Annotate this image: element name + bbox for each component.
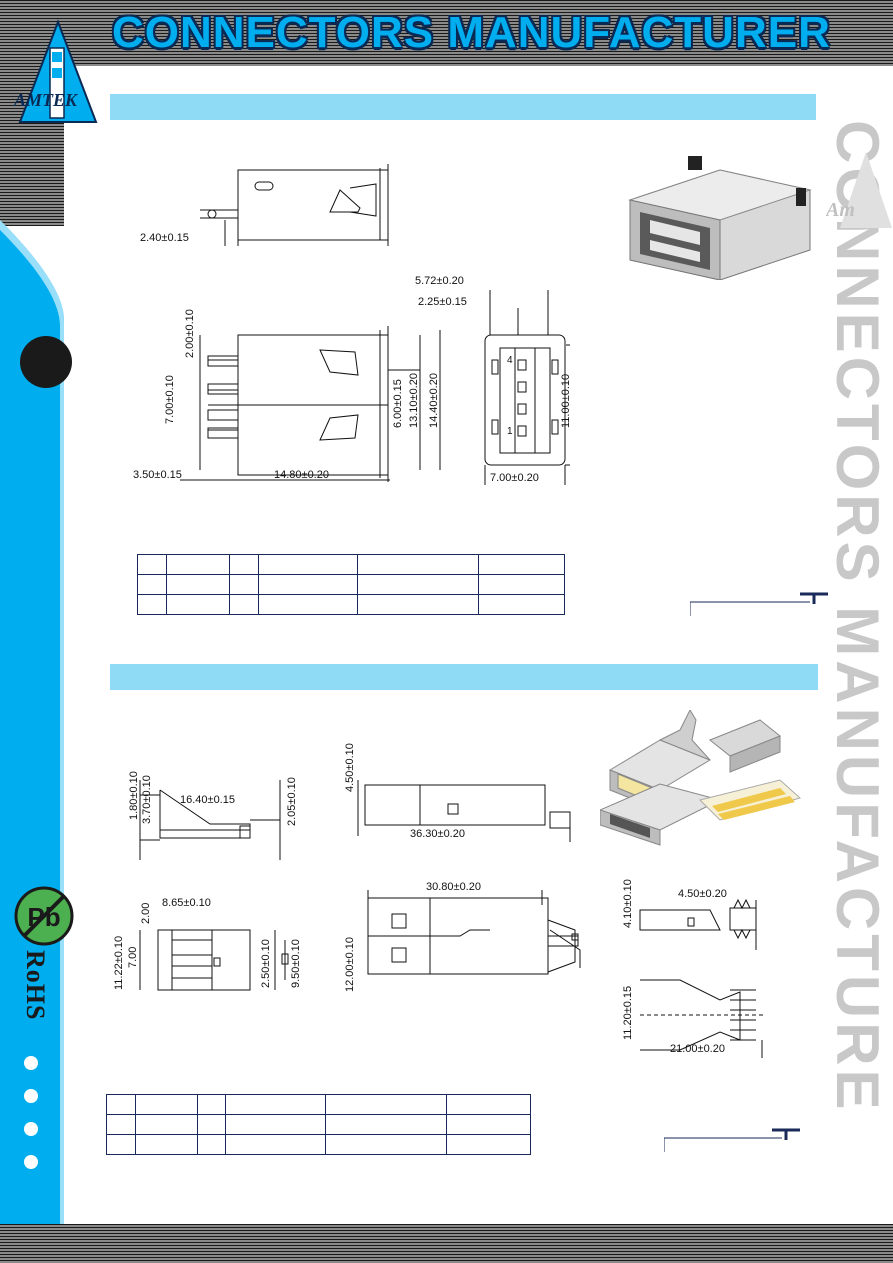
shell-drawing	[639, 898, 765, 1058]
dim-label: 7.00	[127, 946, 139, 968]
dim-label: 4.50±0.10	[344, 743, 356, 792]
section-header-bar-1	[110, 94, 816, 120]
male-connector-drawing	[139, 780, 581, 991]
left-blue-panel	[0, 220, 72, 1224]
dim-label: 11.00±0.10	[560, 373, 572, 428]
dim-label: 13.10±0.20	[408, 373, 420, 428]
black-circle-marker	[20, 336, 72, 388]
dim-label: 1.80±0.10	[128, 771, 140, 820]
spec-table-1	[137, 554, 565, 615]
dim-label: 4.50±0.20	[678, 888, 727, 900]
svg-text:Am: Am	[826, 199, 855, 221]
dim-label: 2.00	[140, 902, 152, 924]
dim-label: 21.00±0.20	[670, 1043, 725, 1055]
dim-label: 8.65±0.10	[162, 897, 211, 909]
bullet-dot	[24, 1056, 38, 1070]
dim-label: 2.05±0.10	[286, 777, 298, 826]
dim-label: 2.25±0.15	[418, 296, 467, 308]
dim-label: 14.40±0.20	[428, 373, 440, 428]
dim-label: 14.80±0.20	[274, 469, 329, 481]
dim-label: 3.50±0.15	[133, 469, 182, 481]
watermark-logo: Am	[826, 152, 892, 228]
rohs-label: RoHS	[21, 950, 50, 1021]
dim-label: 9.50±0.10	[290, 939, 302, 988]
dim-label: 2.40±0.15	[140, 232, 189, 244]
header-band	[0, 0, 893, 66]
bullet-dot	[24, 1122, 38, 1136]
dim-label: 16.40±0.15	[180, 794, 235, 806]
bullet-dot	[24, 1155, 38, 1169]
pin-number: 4	[507, 355, 513, 366]
dim-label: 7.00±0.10	[164, 375, 176, 424]
section-header-bar-2	[110, 664, 818, 690]
dim-label: 12.00±0.10	[344, 937, 356, 992]
dim-label: 30.80±0.20	[426, 881, 481, 893]
dim-label: 6.00±0.15	[392, 379, 404, 428]
side-watermark: CONNECTORS MANUFACTURE	[824, 120, 891, 1114]
dim-label: 11.22±0.10	[113, 935, 125, 990]
female-usb-connector-photo	[628, 156, 812, 280]
female-connector-drawing	[180, 164, 570, 485]
amtek-logo: AMTEK	[13, 19, 98, 123]
dim-label: 3.70±0.10	[141, 775, 153, 824]
dim-label: 2.50±0.10	[260, 939, 272, 988]
male-usb-plug-photo	[600, 710, 802, 846]
pin-number: 1	[507, 426, 513, 437]
bullet-dot	[24, 1089, 38, 1103]
part-number-line	[690, 592, 828, 616]
dim-label: 36.30±0.20	[410, 828, 465, 840]
logo-text: AMTEK	[13, 90, 79, 110]
spec-table-2	[106, 1094, 531, 1155]
dim-label: 7.00±0.20	[490, 472, 539, 484]
pb-free-icon: Pb	[14, 886, 74, 946]
dim-label: 2.00±0.10	[184, 309, 196, 358]
page-title: CONNECTORS MANUFACTURER	[112, 8, 831, 57]
part-number-line	[664, 1128, 800, 1152]
dim-label: 5.72±0.20	[415, 275, 464, 287]
footer-band	[0, 1224, 893, 1263]
